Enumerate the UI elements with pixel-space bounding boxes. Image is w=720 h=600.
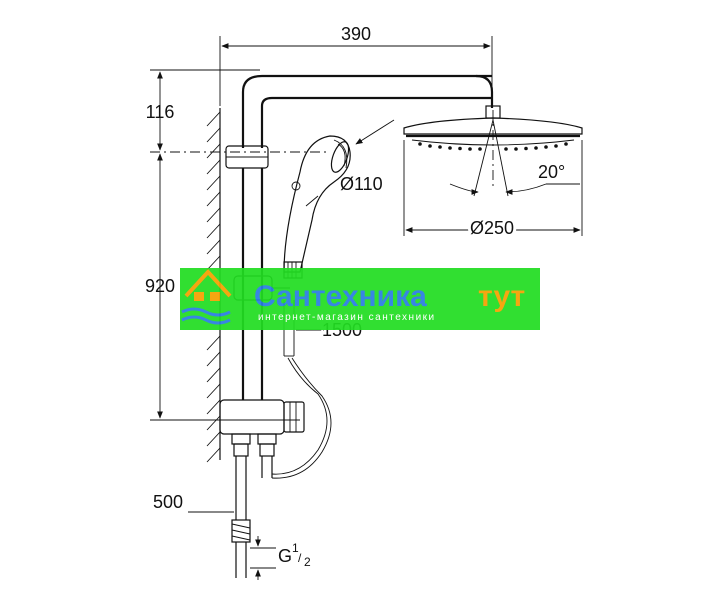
- tilt-angle-label: 20°: [538, 162, 565, 182]
- watermark-subtitle: интернет-магазин сантехники: [258, 312, 436, 323]
- thread-denominator: 2: [304, 555, 311, 569]
- head-diameter-label: Ø250: [470, 218, 514, 238]
- mixer-body: [219, 399, 305, 478]
- dimension-width: 390: [219, 24, 493, 106]
- thread-numerator: 1: [292, 541, 299, 555]
- thread-slash: /: [298, 551, 302, 565]
- watermark-title-b: тут: [478, 280, 525, 313]
- thread-label: G: [278, 546, 292, 566]
- hand-diameter-label: Ø110: [340, 174, 383, 194]
- top-offset-label: 116: [146, 102, 175, 122]
- house-logo-icon: [181, 269, 232, 325]
- riser-pipe: [225, 74, 501, 400]
- watermark-title-a: Сантехника: [254, 280, 427, 313]
- height-label: 920: [145, 276, 175, 296]
- pipe-length-label: 500: [153, 492, 183, 512]
- watermark-banner: Сантехника тут интернет-магазин сантехни…: [180, 268, 540, 330]
- width-label: 390: [341, 24, 371, 44]
- banner-band: [180, 268, 540, 330]
- dimension-left: 116 920: [145, 69, 330, 421]
- hand-shower: Ø110: [283, 119, 395, 279]
- head-shower: 20° Ø250: [403, 110, 583, 241]
- supply-pipe: 500 G 1 / 2: [153, 478, 311, 580]
